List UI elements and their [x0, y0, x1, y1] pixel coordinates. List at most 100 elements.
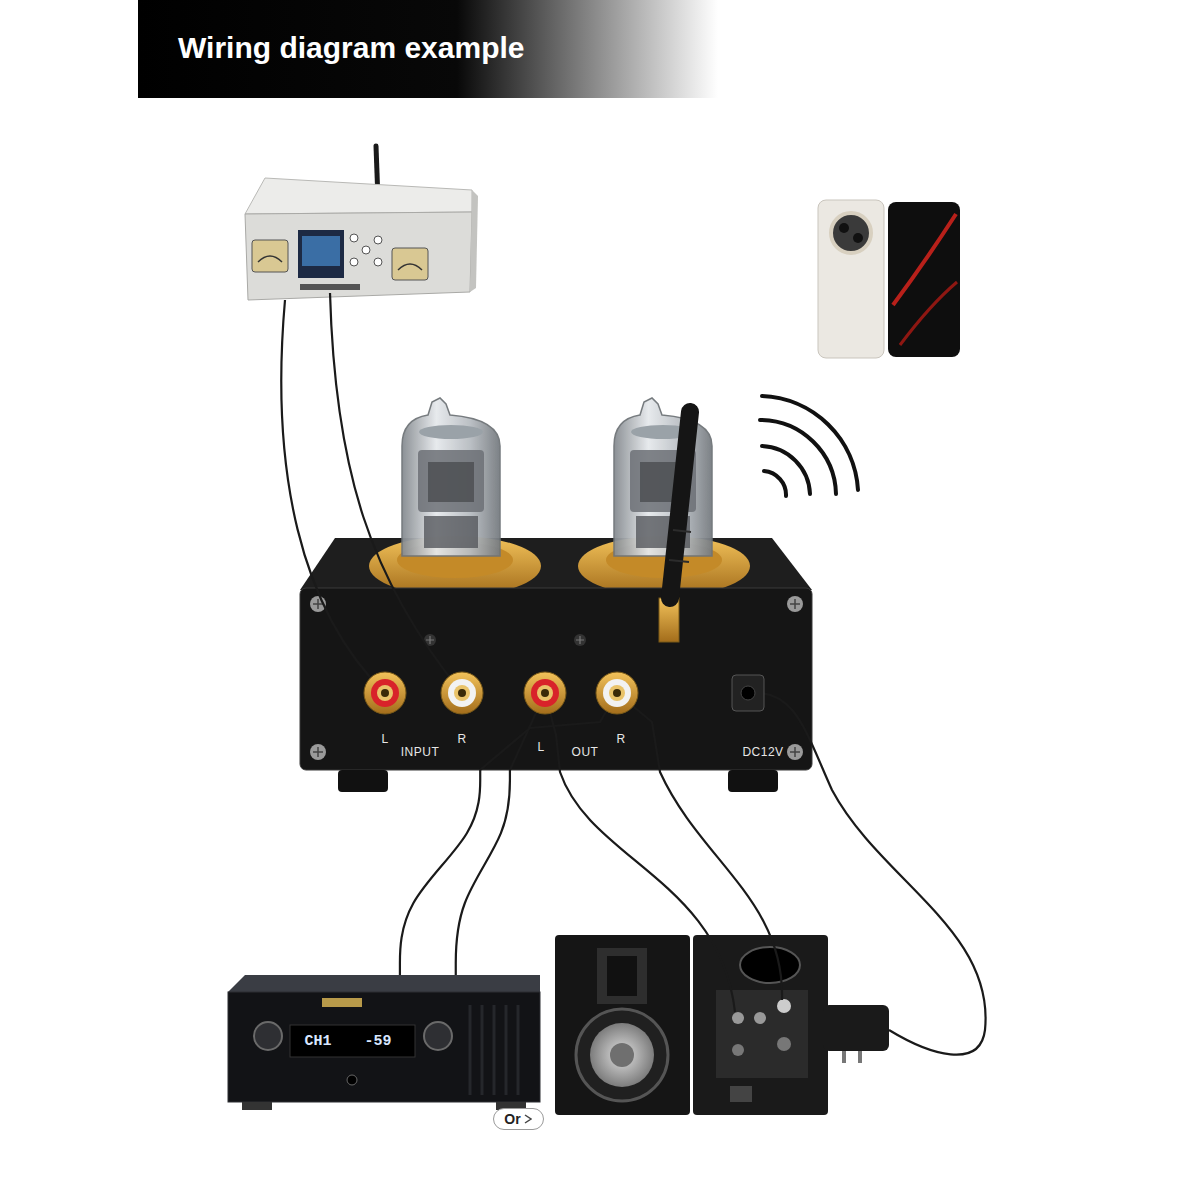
- dac-streamer: [392, 248, 428, 280]
- speaker-rear: [693, 935, 828, 1115]
- jack-label: R: [457, 733, 466, 745]
- jack-label: DC12V: [742, 746, 783, 758]
- rca-jack: [524, 672, 566, 714]
- screw: [574, 634, 586, 646]
- speaker-rear: [777, 1037, 791, 1051]
- display-readout: CH1: [304, 1034, 331, 1049]
- speaker-front: [555, 935, 690, 1115]
- rca-jack: [441, 672, 483, 714]
- speaker-front: [597, 948, 647, 1004]
- amplifier-drawing: [254, 1022, 282, 1050]
- smartphone: [900, 282, 957, 345]
- bluetooth-antenna: [669, 530, 691, 562]
- rca-jack: [596, 672, 638, 714]
- rca-jack: [609, 685, 625, 701]
- dac-streamer: [302, 236, 340, 266]
- smartphone: [888, 202, 960, 357]
- chevron-mark: [525, 1115, 531, 1123]
- diagram-title: Wiring diagram example: [178, 30, 525, 66]
- bluetooth-antenna: [659, 412, 691, 642]
- rca-jack: [448, 679, 476, 707]
- tube-preamp: [402, 398, 500, 556]
- screw: [576, 636, 584, 644]
- amplifier-drawing: [347, 1075, 357, 1085]
- display-readout: -59: [364, 1034, 391, 1049]
- dc-jack: [732, 675, 764, 711]
- jack-label: R: [616, 733, 625, 745]
- screw: [310, 744, 326, 760]
- dc-jack: [741, 686, 755, 700]
- speaker-rear: [754, 1012, 766, 1024]
- amplifier-drawing: [424, 1022, 452, 1050]
- dac-streamer: [398, 264, 422, 270]
- rca-jack: [364, 672, 638, 714]
- audio-cable: [400, 770, 480, 975]
- wireless-signal: [762, 396, 858, 490]
- dac-streamer: [374, 236, 382, 244]
- amplifier: CH1 -59: [228, 975, 540, 1110]
- rca-jack: [381, 689, 389, 697]
- amplifier-drawing: [290, 1025, 415, 1057]
- power-adapter: [858, 1051, 862, 1063]
- dac-streamer: [470, 190, 478, 292]
- smartphone: [818, 200, 884, 358]
- dac-streamer: [258, 256, 282, 262]
- wireless-signal: [760, 420, 836, 494]
- audio-cable: [456, 770, 510, 975]
- chevron-mark: [524, 1114, 532, 1124]
- audio-cable: [281, 293, 782, 1012]
- jack-label: INPUT: [401, 746, 440, 758]
- amplifier-drawing: [228, 992, 540, 1102]
- rca-jack: [603, 679, 631, 707]
- amplifier-drawing: [322, 998, 362, 1007]
- dac-streamer: [300, 284, 360, 290]
- speaker-front: [576, 1009, 668, 1101]
- speaker-rear: [693, 935, 828, 1115]
- dac-streamer: [350, 234, 358, 242]
- dac-streamer: [245, 146, 478, 300]
- title-bar: [138, 0, 718, 98]
- audio-cable: [545, 693, 735, 1012]
- screw: [787, 744, 803, 760]
- power-cable: [748, 693, 986, 1055]
- dac-streamer: [298, 230, 344, 278]
- jack-label: L: [381, 733, 388, 745]
- bluetooth-antenna: [670, 412, 690, 598]
- preamp-back-panel: LINPUTRLOUTRDC12V: [300, 588, 812, 770]
- speaker-front: [590, 1023, 654, 1087]
- screw: [790, 599, 800, 609]
- screw: [787, 596, 803, 612]
- or-pill: Or: [493, 1108, 544, 1130]
- dac-streamer: [362, 246, 370, 254]
- rca-jack: [371, 679, 399, 707]
- speaker-rear: [777, 999, 791, 1013]
- power-adapter: [842, 1051, 846, 1063]
- amplifier-drawing: [228, 975, 540, 1110]
- wireless-signal: [764, 471, 786, 496]
- speaker-front: [610, 1043, 634, 1067]
- power-adapter: [823, 1005, 889, 1063]
- speaker-front: [607, 956, 637, 996]
- speaker-front: [555, 935, 690, 1115]
- smartphone: [831, 213, 871, 253]
- rca-jack: [613, 689, 621, 697]
- or-text: Or: [504, 1112, 520, 1126]
- dac-streamer: [252, 240, 288, 272]
- audio-cable: [330, 293, 462, 693]
- amplifier-drawing: [470, 1005, 518, 1095]
- speaker-rear: [732, 1044, 744, 1056]
- power-adapter: [823, 1005, 889, 1051]
- tube-preamp: [338, 770, 388, 792]
- rca-jack: [377, 685, 393, 701]
- audio-cable: [617, 693, 782, 1000]
- rca-jack: [541, 689, 549, 697]
- rca-jack: [364, 672, 406, 714]
- screw: [426, 636, 434, 644]
- amplifier-drawing: [228, 975, 540, 992]
- dc-jack: [732, 675, 764, 711]
